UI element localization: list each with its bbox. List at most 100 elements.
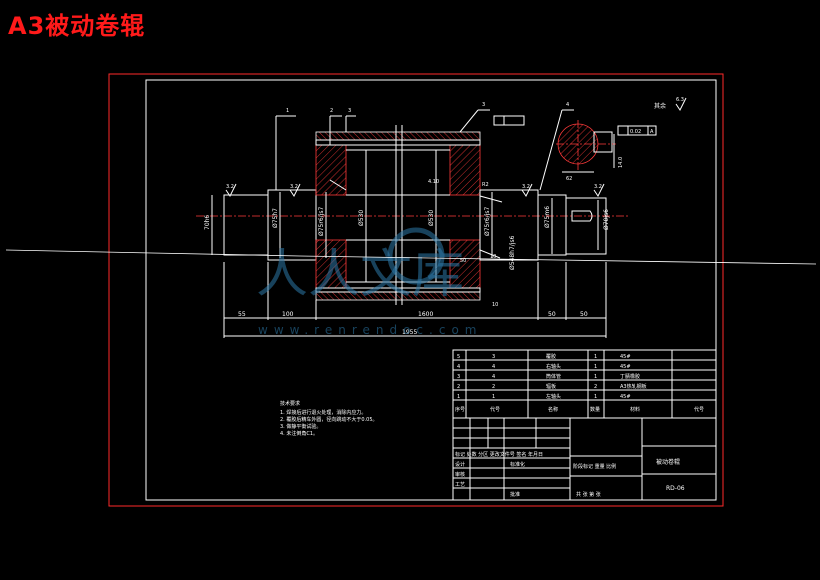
tb-checker: 审核: [455, 471, 465, 478]
tb-row1: 标记 处数 分区 更改文件号 签名 年月日: [455, 451, 543, 458]
bom-cell-no: 4: [457, 364, 460, 370]
tb-part-name: 被动卷辊: [656, 458, 680, 466]
bom-cell-no: 3: [457, 374, 460, 380]
r2-label: R2: [482, 182, 489, 188]
watermark-text: 人人文库: [256, 245, 464, 305]
chamfer-label: 10: [490, 254, 496, 260]
right-hub-bottom: [449, 239, 481, 289]
dim-50c: 50: [460, 258, 466, 264]
tb-standard: 标准化: [510, 461, 525, 468]
note-2: 2. 覆胶后精车外圆，径向跳动不大于0.05。: [280, 416, 378, 423]
bom-cell-code: 3: [492, 354, 495, 360]
dim-right-mid: Ø75r6/js7: [484, 207, 491, 236]
dim-flange: Ø548h7/js6: [509, 235, 516, 270]
bom-cell-qty: 1: [594, 394, 597, 400]
ra-d: 3.2: [594, 184, 602, 190]
tol-value: 0.02: [630, 129, 641, 135]
balloon-4: 4: [566, 102, 569, 108]
bom-cell-name: 覆胶: [546, 353, 556, 360]
tb-stage: 阶段标记 重量 比例: [573, 463, 616, 470]
dim-right-bearing: Ø75m6: [544, 206, 551, 228]
balloon-3b: 3: [482, 102, 485, 108]
bom-cell-material: 45#: [620, 394, 631, 400]
c430-label: 4.10: [428, 179, 439, 185]
bom-cell-no: 1: [457, 394, 460, 400]
bom-header-no: 序号: [455, 406, 465, 413]
rubber-cover-top: [315, 131, 481, 141]
bom-cell-qty: 2: [594, 384, 597, 390]
bom-cell-code: 1: [492, 394, 495, 400]
balloon-2: 2: [330, 108, 333, 114]
left-journal: [267, 189, 317, 261]
watermark-url: www.renrendoc.com: [258, 323, 482, 337]
bom-cell-name: 筒体管: [546, 373, 561, 380]
title-block: 标记 处数 分区 更改文件号 签名 年月日 设计 标准化 审核 工艺 批准 阶段…: [452, 417, 717, 501]
dim-left-mid: Ø75r6/js7: [318, 207, 325, 236]
balloon-1: 1: [286, 108, 289, 114]
roller-drawing: Ø75h7 Ø75r6/js7 Ø530 Ø530 Ø75r6/js7 Ø75m…: [196, 97, 687, 338]
bom-cell-code: 4: [492, 374, 495, 380]
note-4: 4. 未注倒角C1。: [280, 430, 318, 437]
page-title: A3被动卷辊: [8, 12, 146, 40]
bom-cell-material: 45#: [620, 354, 631, 360]
dim-right-end: Ø70js6: [603, 209, 610, 230]
ra-b: 3.2: [290, 184, 298, 190]
tb-drawing-no: RD-06: [666, 485, 685, 492]
tb-process: 工艺: [455, 482, 465, 488]
bom-cell-qty: 1: [594, 354, 597, 360]
watermark: 人人文库 www.renrendoc.com: [256, 227, 482, 337]
dim-100: 100: [282, 311, 294, 318]
section-width: 62: [566, 176, 572, 182]
shell-bottom: [315, 287, 481, 293]
bom-header-material: 材料: [630, 406, 640, 413]
section-height: 14.0: [618, 157, 624, 168]
bom-cell-name: 左轴头: [546, 393, 561, 400]
chamfer2-label: 10: [492, 302, 498, 308]
bom-cell-material: 45#: [620, 364, 631, 370]
ra-other-value: 6.3: [676, 97, 684, 103]
bom-cell-qty: 1: [594, 364, 597, 370]
bom-header-name: 名称: [548, 406, 558, 413]
sheet-border: [108, 73, 724, 507]
shell-top: [315, 139, 481, 146]
bom-cell-no: 2: [457, 384, 460, 390]
bom-cell-name: 辐板: [546, 383, 556, 390]
dim-50b: 50: [580, 311, 588, 318]
dim-bore-b: Ø530: [428, 210, 435, 226]
note-1: 1. 焊接后进行退火处理，消除内应力。: [280, 409, 366, 416]
dim-1955: 1955: [402, 329, 417, 336]
right-shaft-end: [565, 197, 607, 255]
bom-cell-material: 丁腈橡胶: [620, 373, 640, 380]
bom-header-qty: 数量: [590, 406, 600, 413]
dim-1600: 1600: [418, 311, 433, 318]
ra-a: 3.2: [226, 184, 234, 190]
right-hub-top: [449, 144, 481, 196]
tb-sheets: 共 张 第 张: [576, 491, 601, 498]
dim-50a: 50: [548, 311, 556, 318]
balloon-3a: 3: [348, 108, 351, 114]
left-hub-bottom: [315, 239, 347, 289]
bom-header-extra: 代号: [694, 406, 704, 413]
bom-header-code: 代号: [490, 406, 500, 413]
dim-left-face: 70h6: [204, 215, 211, 230]
bom-cell-no: 5: [457, 354, 460, 360]
tb-designer: 设计: [455, 461, 465, 468]
bom-cell-qty: 1: [594, 374, 597, 380]
dim-left-end: Ø75h7: [272, 208, 279, 228]
bom-cell-code: 2: [492, 384, 495, 390]
note-3: 3. 做静平衡试验。: [280, 423, 321, 430]
drawing-frame: [145, 79, 717, 501]
dim-55: 55: [238, 311, 246, 318]
notes-title: 技术要求: [280, 400, 300, 407]
bom-cell-name: 右轴头: [546, 363, 561, 370]
tb-approve: 批准: [510, 491, 520, 498]
technical-notes: 技术要求 1. 焊接后进行退火处理，消除内应力。 2. 覆胶后精车外圆，径向跳动…: [280, 400, 378, 437]
ra-other-label: 其余: [654, 102, 666, 110]
ra-c: 3.2: [522, 184, 530, 190]
tol-ref: A: [650, 129, 654, 135]
bom-cell-material: A3热轧钢板: [620, 383, 647, 390]
dim-bore-a: Ø530: [358, 210, 365, 226]
bom-cell-code: 4: [492, 364, 495, 370]
bom-table: 5 3 覆胶 1 45# 4 4 右轴头 1 45# 3 4 筒体管 1 丁腈橡胶 2 2 辐板 2 A3热轧钢板 1 1…: [452, 349, 717, 419]
